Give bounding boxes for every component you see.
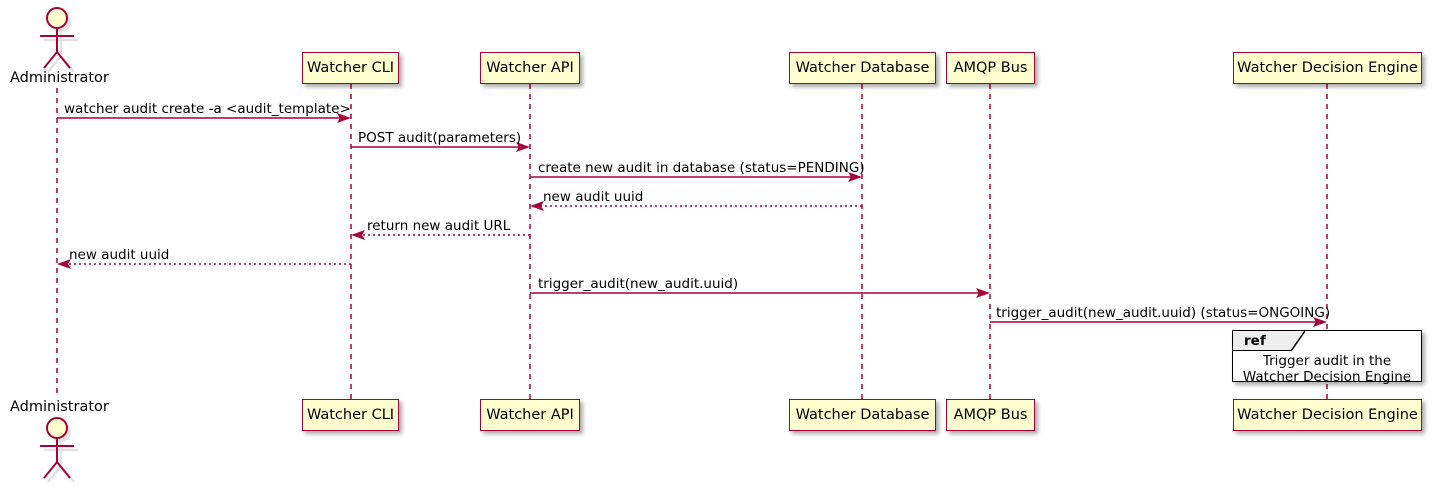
message-label-6: new audit uuid	[69, 247, 170, 263]
message-arrow-7	[530, 288, 990, 298]
message-label-5: return new audit URL	[367, 218, 511, 234]
message-arrow-4	[530, 201, 862, 211]
ref-body-line-2: Watcher Decision Engine	[1242, 369, 1412, 385]
message-arrow-1	[57, 113, 351, 123]
ref-body: Trigger audit in the Watcher Decision En…	[1233, 351, 1421, 385]
participant-box-watcher-api-bottom[interactable]: Watcher API	[480, 399, 580, 431]
participant-box-watcher-database-top[interactable]: Watcher Database	[789, 52, 936, 84]
message-label-3: create new audit in database (status=PEN…	[538, 160, 865, 176]
participant-box-watcher-decision-engine-top[interactable]: Watcher Decision Engine	[1233, 52, 1422, 84]
participant-label-administrator-top: Administrator	[10, 70, 109, 86]
participant-box-amqp-bus-top[interactable]: AMQP Bus	[946, 52, 1035, 84]
message-arrow-5	[351, 230, 530, 240]
participant-box-watcher-cli-top[interactable]: Watcher CLI	[302, 52, 399, 84]
message-label-7: trigger_audit(new_audit.uuid)	[538, 276, 739, 292]
participant-box-watcher-decision-engine-bottom[interactable]: Watcher Decision Engine	[1233, 399, 1422, 431]
message-label-2: POST audit(parameters)	[358, 130, 522, 146]
ref-body-line-1: Trigger audit in the	[1262, 353, 1392, 369]
message-arrow-3	[530, 172, 862, 182]
message-arrow-2	[351, 142, 530, 152]
message-label-8: trigger_audit(new_audit.uuid) (status=ON…	[996, 305, 1331, 321]
message-label-1: watcher audit create -a <audit_template>	[64, 101, 351, 117]
actor-administrator-bottom-figure	[40, 417, 74, 479]
actor-administrator-top-figure	[40, 7, 74, 69]
participant-label-administrator-bottom: Administrator	[10, 399, 109, 415]
ref-tab	[1233, 331, 1291, 351]
message-arrow-6	[57, 259, 351, 269]
participant-box-watcher-database-bottom[interactable]: Watcher Database	[789, 399, 936, 431]
message-arrow-8	[990, 317, 1327, 327]
participant-box-amqp-bus-bottom[interactable]: AMQP Bus	[946, 399, 1035, 431]
message-label-4: new audit uuid	[543, 189, 644, 205]
ref-tab-corner-icon	[1291, 331, 1305, 351]
ref-fragment[interactable]: ref Trigger audit in the Watcher Decisio…	[1232, 330, 1422, 385]
ref-tab-label: ref	[1244, 333, 1266, 349]
participant-box-watcher-api-top[interactable]: Watcher API	[480, 52, 580, 84]
participant-box-watcher-cli-bottom[interactable]: Watcher CLI	[302, 399, 399, 431]
